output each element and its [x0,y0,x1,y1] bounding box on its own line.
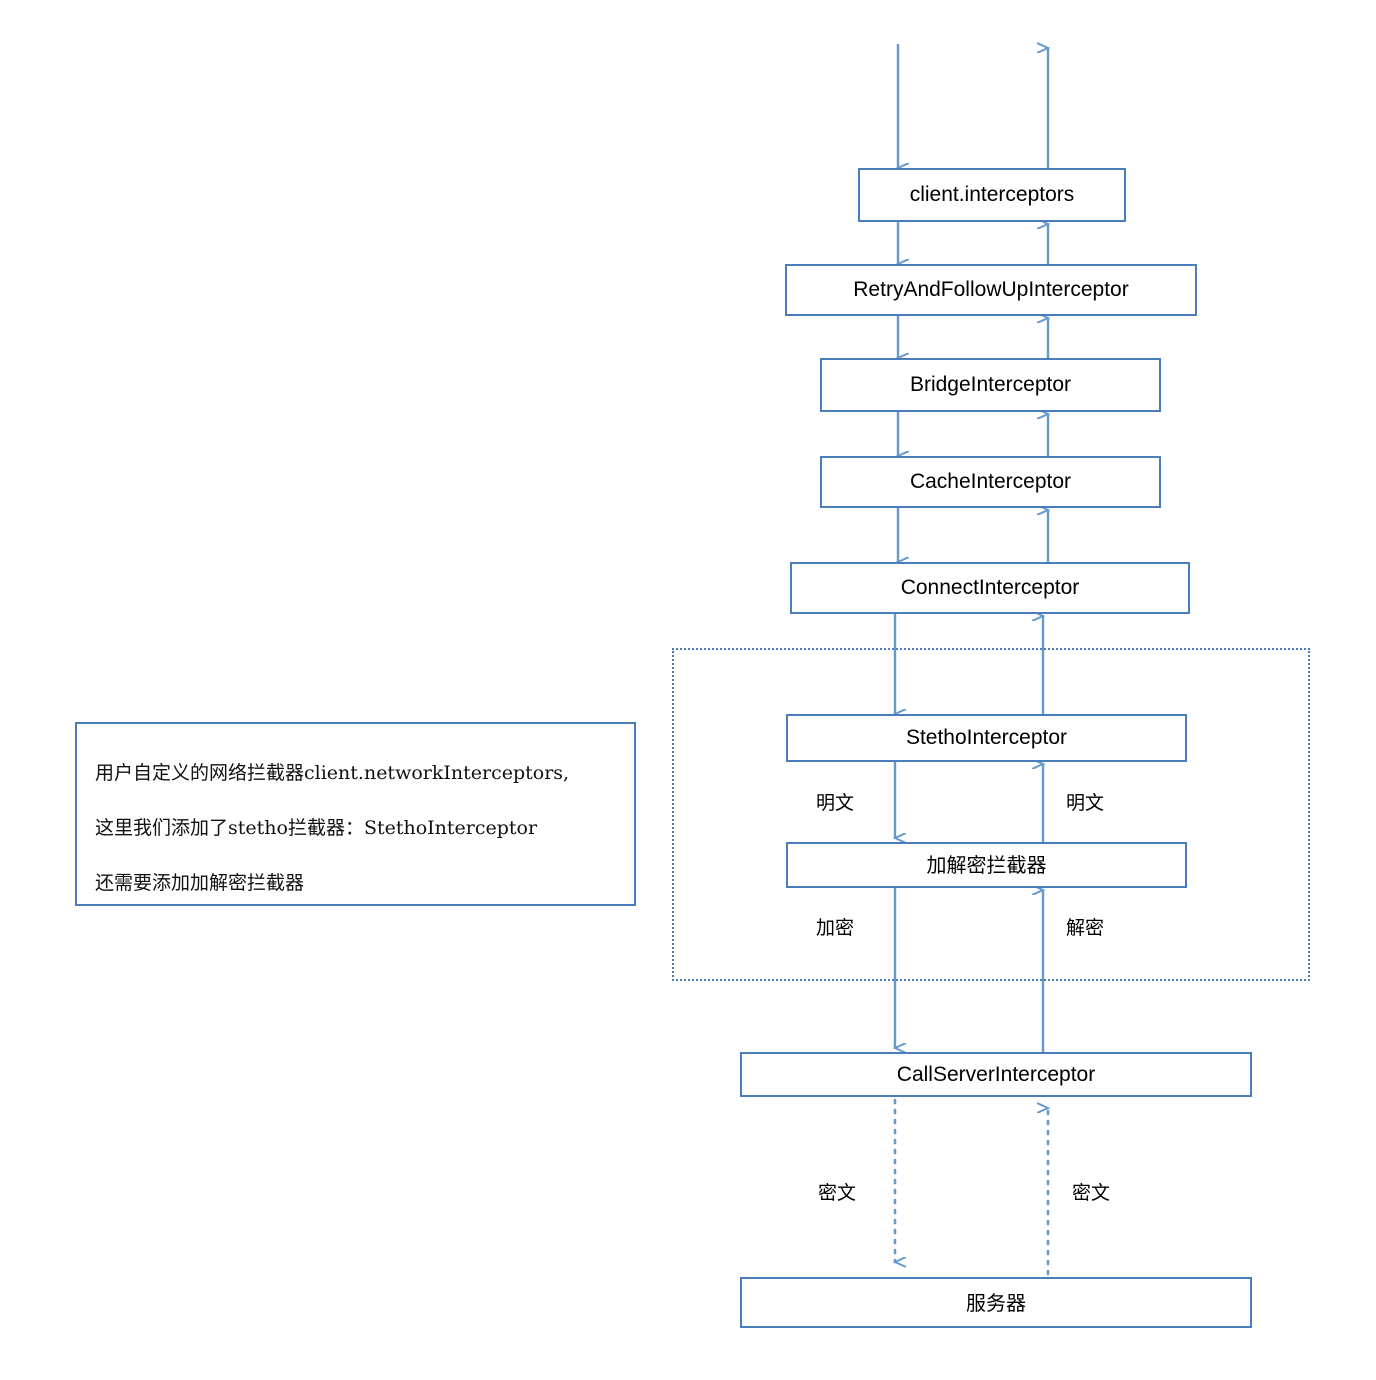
node-label: StethoInterceptor [905,726,1068,750]
network-interceptors-group [672,648,1310,981]
node-label: 服务器 [966,1290,1026,1315]
node-server[interactable]: 服务器 [740,1277,1252,1328]
node-label: CallServerInterceptor [896,1062,1096,1086]
note-line-1: 用户自定义的网络拦截器client.networkInterceptors, [95,762,570,784]
node-stetho-interceptor[interactable]: StethoInterceptor [786,714,1187,762]
node-call-server-interceptor[interactable]: CallServerInterceptor [740,1052,1252,1097]
annotation-note: 用户自定义的网络拦截器client.networkInterceptors, 这… [75,722,636,906]
edge-label-ciphertext-up: 密文 [1072,1182,1111,1204]
node-label: client.interceptors [909,183,1075,207]
edge-label-plaintext-up: 明文 [1066,792,1105,814]
node-label: ConnectInterceptor [900,576,1080,600]
node-label: 加解密拦截器 [926,853,1047,877]
edge-label-decrypt: 解密 [1066,917,1105,939]
node-label: CacheInterceptor [909,470,1072,494]
note-line-3: 还需要添加加解密拦截器 [95,872,305,894]
node-bridge-interceptor[interactable]: BridgeInterceptor [820,358,1161,412]
edge-label-plaintext-down: 明文 [816,792,855,814]
edge-label-encrypt: 加密 [816,917,855,939]
node-label: RetryAndFollowUpInterceptor [853,278,1129,302]
node-label: BridgeInterceptor [909,373,1072,397]
note-line-2: 这里我们添加了stetho拦截器：StethoInterceptor [95,817,538,839]
node-crypto-interceptor[interactable]: 加解密拦截器 [786,842,1187,888]
edge-label-ciphertext-down: 密文 [818,1182,857,1204]
node-client-interceptors[interactable]: client.interceptors [858,168,1126,222]
node-connect-interceptor[interactable]: ConnectInterceptor [790,562,1190,614]
node-cache-interceptor[interactable]: CacheInterceptor [820,456,1161,508]
node-retry-and-follow-up-interceptor[interactable]: RetryAndFollowUpInterceptor [785,264,1197,316]
